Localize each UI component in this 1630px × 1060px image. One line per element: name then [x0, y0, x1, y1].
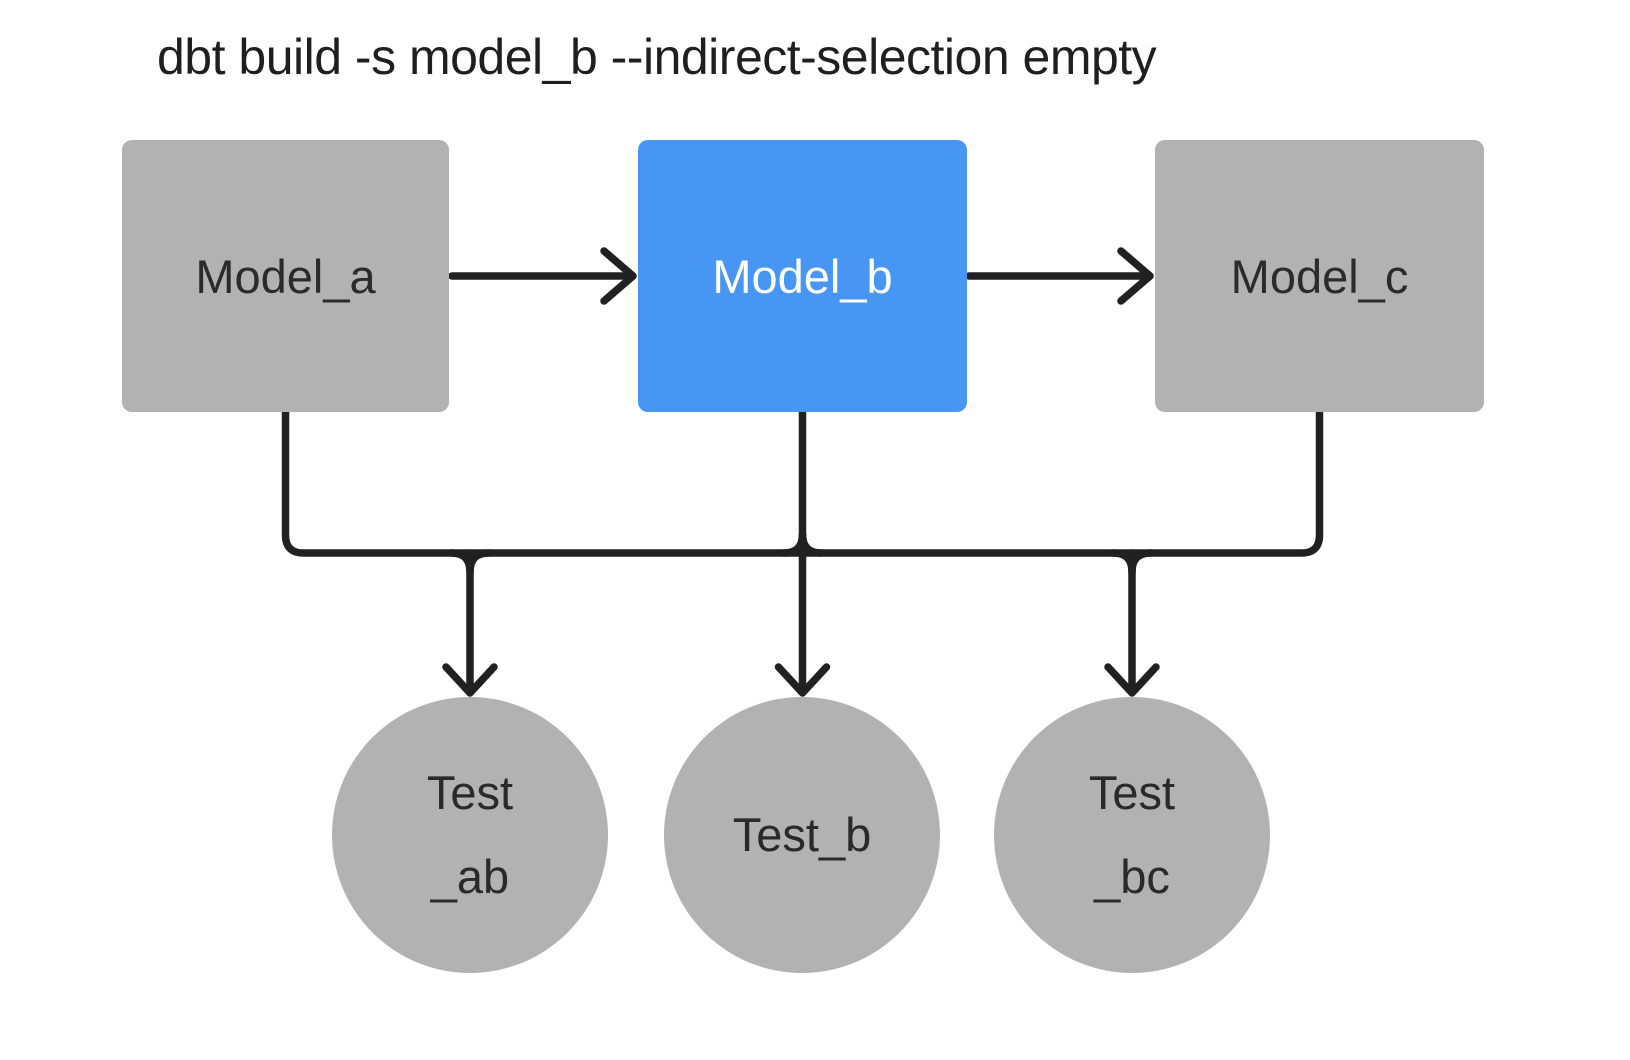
node-test-b: Test_b [664, 697, 940, 973]
arrowhead-into-test-bc-icon [1104, 663, 1160, 697]
diagram-title-command: dbt build -s model_b --indirect-selectio… [157, 29, 1157, 85]
junction-fillet-icon [798, 530, 826, 557]
arrowhead-into-test-b-icon [774, 663, 831, 697]
node-label-line: Test [426, 766, 514, 819]
node-label: Model_a [195, 249, 376, 303]
node-label-line: Test [1088, 766, 1176, 819]
junction-fillet-icon [466, 549, 493, 576]
node-label-line: _ab [430, 850, 510, 903]
node-model-c: Model_c [1155, 140, 1484, 412]
arrowhead-into-model-c-icon [1117, 247, 1154, 305]
node-model-a: Model_a [122, 140, 449, 412]
node-model-b: Model_b [638, 140, 967, 412]
node-label: Model_b [712, 249, 893, 303]
node-label-line: Test_b [732, 808, 872, 861]
node-test-ab: Test _ab [332, 697, 608, 973]
node-test-bc: Test _bc [994, 697, 1270, 973]
node-label: Model_c [1230, 249, 1409, 303]
arrowhead-into-model-b-icon [600, 247, 637, 305]
node-label-line: _bc [1094, 850, 1170, 903]
junction-fillet-icon [1128, 549, 1155, 576]
arrowhead-into-test-ab-icon [442, 663, 498, 697]
